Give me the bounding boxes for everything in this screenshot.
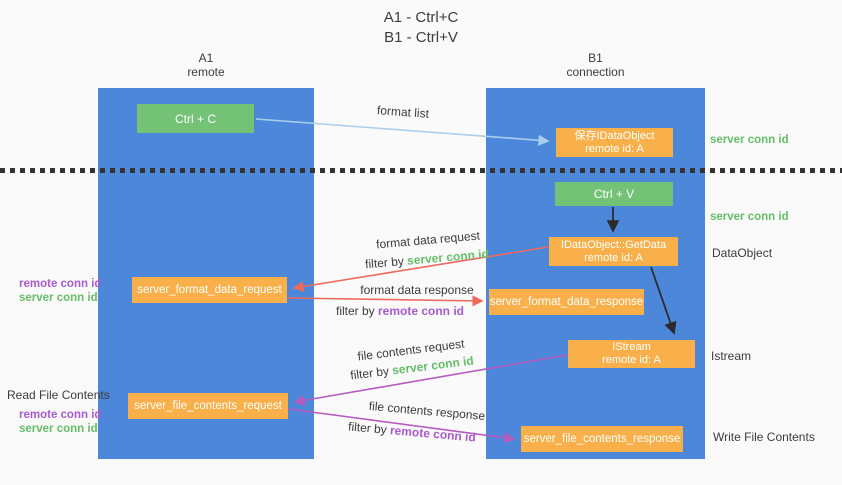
node-server-file-contents-response: server_file_contents_response [521,426,683,452]
left-remote-conn-id-bottom: remote conn id [19,409,102,421]
node-server-file-contents-response-label: server_file_contents_response [523,433,681,445]
read-file-contents-label: Read File Contents [7,388,110,402]
lane-header-a1: A1 remote [98,51,314,79]
remote-conn-id-text: remote conn id [378,304,465,318]
label-format-list: format list [376,103,430,121]
server-conn-id-text: server conn id [406,246,490,268]
filter-by-text: filter by [335,304,378,318]
filter-by-text: filter by [349,363,393,383]
dataobject-label: DataObject [712,246,773,260]
title-line-2: B1 - Ctrl+V [384,29,458,46]
node-idataobject-getdata-line1: IDataObject::GetData [560,238,667,251]
left-conn-id-pair-bottom: remote conn id server conn id [19,409,101,436]
node-istream: IStream remote id: A [568,340,695,368]
node-ctrl-v: Ctrl + V [555,182,673,206]
right-server-conn-id-top: server conn id [710,134,789,146]
node-idataobject-getdata: IDataObject::GetData remote id: A [549,237,678,266]
remote-conn-id-text: remote conn id [389,423,477,445]
title-line-1: A1 - Ctrl+C [383,9,459,26]
node-server-format-data-request-label: server_format_data_request [137,284,282,296]
diagram-title: A1 - Ctrl+C B1 - Ctrl+V [0,8,842,48]
filter-by-text: filter by [364,253,408,272]
node-save-idataobject-line1: 保存IDataObject [574,129,655,142]
left-remote-conn-id-top: remote conn id [19,278,102,290]
left-conn-id-pair-top: remote conn id server conn id [19,278,101,305]
node-server-file-contents-request-label: server_file_contents_request [134,400,282,412]
lane-b1-name: B1 [588,51,603,65]
lane-a1-name: A1 [198,51,214,65]
node-server-format-data-response: server_format_data_response [489,289,644,315]
node-istream-line2: remote id: A [602,354,661,366]
write-file-contents-label: Write File Contents [713,430,815,444]
label-format-data-response: format data response [360,283,474,297]
node-istream-line1: IStream [612,341,651,353]
node-ctrl-c-label: Ctrl + C [174,111,216,126]
node-ctrl-c: Ctrl + C [137,104,254,133]
istream-label: Istream [711,349,752,363]
label-filter-by-remote-1: filter by remote conn id [336,304,464,318]
session-divider-line [0,168,842,173]
node-server-file-contents-request: server_file_contents_request [128,393,288,419]
format-data-response-arrow [287,295,484,307]
left-server-conn-id-bottom: server conn id [19,422,98,435]
filter-by-text: filter by [347,419,391,438]
node-server-format-data-response-label: server_format_data_response [489,296,644,308]
right-server-conn-id-mid: server conn id [710,211,789,223]
node-save-idataobject-line2: remote id: A [585,142,644,155]
lane-b1-subtitle: connection [566,65,625,79]
node-idataobject-getdata-line2: remote id: A [584,251,643,264]
node-ctrl-v-label: Ctrl + V [593,187,635,201]
left-server-conn-id-top: server conn id [19,291,98,304]
lane-a1-subtitle: remote [187,65,225,79]
label-filter-by-remote-2: filter by remote conn id [348,419,477,444]
node-save-idataobject: 保存IDataObject remote id: A [556,128,673,157]
label-file-contents-response: file contents response [368,398,486,424]
node-server-format-data-request: server_format_data_request [132,277,287,303]
lane-header-b1: B1 connection [486,51,705,79]
